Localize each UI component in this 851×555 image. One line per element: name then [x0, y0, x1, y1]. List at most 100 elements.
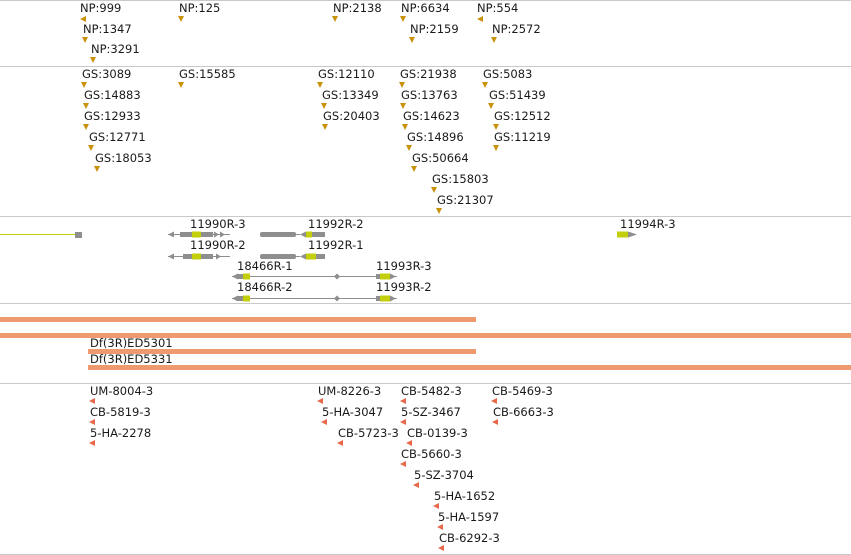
insertion-label[interactable]: UM-8226-3 — [318, 384, 382, 398]
feature-marker-icon[interactable] — [83, 124, 89, 130]
deficiency-bar[interactable] — [0, 317, 476, 322]
transcript-label[interactable]: 18466R-2 — [237, 280, 293, 294]
insertion-marker-icon[interactable] — [400, 419, 406, 425]
gs-label[interactable]: GS:11219 — [494, 130, 551, 144]
insertion-marker-icon[interactable] — [400, 461, 406, 467]
insertion-marker-icon[interactable] — [437, 524, 443, 530]
feature-marker-icon[interactable] — [88, 145, 94, 151]
transcript-label[interactable]: 11992R-1 — [308, 238, 364, 252]
feature-marker-icon[interactable] — [83, 103, 89, 109]
insertion-label[interactable]: 5-HA-2278 — [90, 426, 152, 440]
feature-marker-icon[interactable] — [402, 124, 408, 130]
np-label[interactable]: NP:2138 — [333, 1, 382, 15]
gs-label[interactable]: GS:5083 — [483, 67, 533, 81]
gs-label[interactable]: GS:18053 — [95, 151, 152, 165]
feature-marker-icon[interactable] — [400, 103, 406, 109]
gs-label[interactable]: GS:13349 — [322, 88, 379, 102]
gs-label[interactable]: GS:14883 — [84, 88, 141, 102]
feature-marker-icon[interactable] — [178, 16, 184, 22]
gs-label[interactable]: GS:15585 — [179, 67, 236, 81]
np-label[interactable]: NP:1347 — [83, 22, 132, 36]
insertion-marker-icon[interactable] — [89, 440, 95, 446]
feature-marker-icon[interactable] — [409, 37, 415, 43]
transcript-label[interactable]: 11993R-3 — [376, 259, 432, 273]
gene-model-partial[interactable] — [0, 232, 82, 238]
feature-marker-icon[interactable] — [80, 16, 86, 22]
insertion-marker-icon[interactable] — [321, 419, 327, 425]
gs-label[interactable]: GS:15803 — [432, 172, 489, 186]
insertion-marker-icon[interactable] — [400, 398, 406, 404]
gs-label[interactable]: GS:12771 — [89, 130, 146, 144]
feature-marker-icon[interactable] — [81, 82, 87, 88]
feature-marker-icon[interactable] — [493, 145, 499, 151]
feature-marker-icon[interactable] — [332, 16, 338, 22]
insertion-label[interactable]: CB-6292-3 — [439, 531, 500, 545]
feature-marker-icon[interactable] — [317, 82, 323, 88]
feature-marker-icon[interactable] — [491, 37, 497, 43]
insertion-label[interactable]: 5-HA-1597 — [438, 510, 500, 524]
np-label[interactable]: NP:2572 — [492, 22, 541, 36]
gs-label[interactable]: GS:12933 — [84, 109, 141, 123]
np-label[interactable]: NP:554 — [477, 1, 519, 15]
transcript-label[interactable]: 18466R-1 — [237, 259, 293, 273]
feature-marker-icon[interactable] — [90, 57, 96, 63]
gs-label[interactable]: GS:3089 — [82, 67, 132, 81]
feature-marker-icon[interactable] — [488, 103, 494, 109]
insertion-label[interactable]: 5-SZ-3467 — [401, 405, 461, 419]
gene-model-11994R-3[interactable] — [617, 231, 637, 238]
gs-label[interactable]: GS:14623 — [403, 109, 460, 123]
insertion-label[interactable]: CB-0139-3 — [407, 426, 468, 440]
feature-marker-icon[interactable] — [94, 166, 100, 172]
insertion-label[interactable]: 5-SZ-3704 — [414, 468, 474, 482]
feature-marker-icon[interactable] — [178, 82, 184, 88]
np-label[interactable]: NP:6634 — [401, 1, 450, 15]
feature-marker-icon[interactable] — [400, 16, 406, 22]
gene-model-18466R-1[interactable] — [232, 273, 397, 280]
insertion-marker-icon[interactable] — [337, 440, 343, 446]
insertion-label[interactable]: CB-5660-3 — [401, 447, 462, 461]
gene-model-11990R-3[interactable] — [168, 231, 230, 238]
deficiency-label[interactable]: Df(3R)ED5331 — [90, 352, 173, 366]
deficiency-bar[interactable] — [0, 333, 851, 338]
insertion-label[interactable]: UM-8004-3 — [90, 384, 154, 398]
gs-label[interactable]: GS:12110 — [318, 67, 375, 81]
np-label[interactable]: NP:125 — [179, 1, 221, 15]
transcript-label[interactable]: 11990R-3 — [190, 217, 246, 231]
feature-marker-icon[interactable] — [436, 208, 442, 214]
np-label[interactable]: NP:3291 — [91, 42, 140, 56]
insertion-marker-icon[interactable] — [406, 440, 412, 446]
transcript-label[interactable]: 11990R-2 — [190, 238, 246, 252]
insertion-label[interactable]: 5-HA-3047 — [322, 405, 384, 419]
gs-label[interactable]: GS:14896 — [407, 130, 464, 144]
insertion-marker-icon[interactable] — [317, 398, 323, 404]
insertion-marker-icon[interactable] — [492, 419, 498, 425]
insertion-marker-icon[interactable] — [89, 398, 95, 404]
transcript-label[interactable]: 11994R-3 — [620, 217, 676, 231]
gene-model-11992R-1[interactable] — [260, 253, 325, 260]
gs-label[interactable]: GS:13763 — [401, 88, 458, 102]
feature-marker-icon[interactable] — [482, 82, 488, 88]
gene-model-11990R-2[interactable] — [168, 253, 230, 260]
insertion-label[interactable]: CB-5723-3 — [338, 426, 399, 440]
feature-marker-icon[interactable] — [493, 124, 499, 130]
deficiency-bar[interactable] — [88, 365, 851, 370]
insertion-marker-icon[interactable] — [89, 419, 95, 425]
gs-label[interactable]: GS:12512 — [494, 109, 551, 123]
insertion-label[interactable]: CB-5819-3 — [90, 405, 151, 419]
feature-marker-icon[interactable] — [399, 82, 405, 88]
feature-marker-icon[interactable] — [322, 124, 328, 130]
gs-label[interactable]: GS:51439 — [489, 88, 546, 102]
deficiency-label[interactable]: Df(3R)ED5301 — [90, 336, 173, 350]
gs-label[interactable]: GS:21307 — [437, 193, 494, 207]
feature-marker-icon[interactable] — [406, 145, 412, 151]
insertion-label[interactable]: CB-5482-3 — [401, 384, 462, 398]
insertion-label[interactable]: CB-5469-3 — [492, 384, 553, 398]
gs-label[interactable]: GS:20403 — [323, 109, 380, 123]
gene-model-11992R-2[interactable] — [260, 231, 325, 238]
gs-label[interactable]: GS:21938 — [400, 67, 457, 81]
insertion-label[interactable]: 5-HA-1652 — [434, 489, 496, 503]
np-label[interactable]: NP:2159 — [410, 22, 459, 36]
gs-label[interactable]: GS:50664 — [412, 151, 469, 165]
feature-marker-icon[interactable] — [82, 37, 88, 43]
feature-marker-icon[interactable] — [321, 103, 327, 109]
